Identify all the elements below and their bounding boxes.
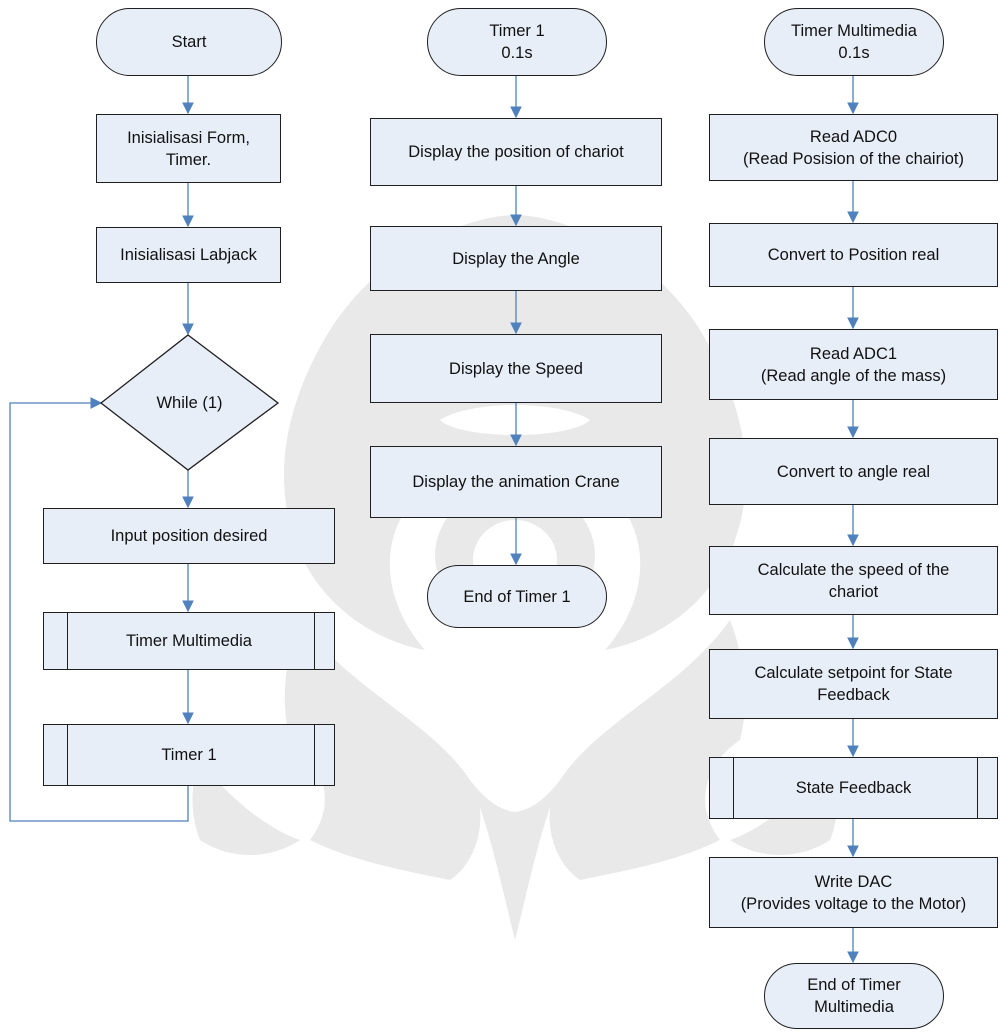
display-speed-process: Display the Speed	[370, 334, 662, 403]
timer1-call-label: Timer 1	[161, 746, 217, 764]
subprocess-right-bar	[977, 758, 978, 818]
timer1-start-label: Timer 1 0.1s	[489, 22, 545, 62]
while-decision-diamond	[99, 334, 280, 471]
calc-setpoint-process: Calculate setpoint for State Feedback	[709, 649, 998, 719]
read-adc0-process: Read ADC0 (Read Posision of the chairiot…	[709, 114, 998, 181]
read-adc1-process: Read ADC1 (Read angle of the mass)	[709, 329, 998, 400]
start-terminal: Start	[96, 8, 282, 76]
display-angle-label: Display the Angle	[452, 249, 580, 268]
loop-back-arrow	[9, 397, 189, 822]
while-decision-label: While (1)	[156, 393, 223, 412]
init-labjack-label: Inisialisasi Labjack	[120, 246, 257, 264]
init-labjack-process: Inisialisasi Labjack	[96, 227, 281, 283]
calc-speed-label: Calculate the speed of the chariot	[757, 560, 950, 601]
display-animation-process: Display the animation Crane	[370, 446, 662, 518]
read-adc0-label: Read ADC0 (Read Posision of the chairiot…	[742, 127, 965, 168]
multimedia-start-label: Timer Multimedia 0.1s	[791, 22, 917, 62]
timer1-start-terminal: Timer 1 0.1s	[427, 8, 607, 76]
timer-multimedia-subprocess: Timer Multimedia	[43, 612, 335, 670]
display-speed-label: Display the Speed	[449, 359, 583, 378]
write-dac-process: Write DAC (Provides voltage to the Motor…	[709, 857, 998, 928]
subprocess-right-bar	[314, 725, 315, 785]
multimedia-start-terminal: Timer Multimedia 0.1s	[764, 8, 944, 76]
subprocess-left-bar	[67, 725, 68, 785]
convert-position-label: Convert to Position real	[767, 246, 940, 264]
input-position-label: Input position desired	[110, 527, 268, 545]
subprocess-left-bar	[67, 613, 68, 669]
display-position-label: Display the position of chariot	[408, 143, 624, 161]
timer1-end-terminal: End of Timer 1	[427, 565, 607, 628]
multimedia-end-label: End of Timer Multimedia	[807, 976, 901, 1016]
multimedia-end-terminal: End of Timer Multimedia	[764, 963, 944, 1029]
timer1-end-label: End of Timer 1	[463, 587, 571, 606]
timer1-subprocess: Timer 1	[43, 724, 335, 786]
init-form-label: Inisialisasi Form, Timer.	[127, 128, 250, 169]
state-feedback-label: State Feedback	[795, 779, 912, 797]
write-dac-label: Write DAC (Provides voltage to the Motor…	[740, 872, 967, 913]
init-form-process: Inisialisasi Form, Timer.	[96, 114, 281, 183]
state-feedback-subprocess: State Feedback	[709, 757, 998, 819]
display-position-process: Display the position of chariot	[370, 118, 662, 186]
display-angle-process: Display the Angle	[370, 226, 662, 291]
start-label: Start	[171, 33, 207, 51]
convert-angle-process: Convert to angle real	[709, 438, 998, 505]
input-position-process: Input position desired	[43, 508, 335, 564]
read-adc1-label: Read ADC1 (Read angle of the mass)	[760, 344, 947, 385]
convert-angle-label: Convert to angle real	[776, 462, 931, 481]
convert-position-process: Convert to Position real	[709, 223, 998, 287]
display-animation-label: Display the animation Crane	[412, 473, 620, 491]
subprocess-right-bar	[314, 613, 315, 669]
subprocess-left-bar	[733, 758, 734, 818]
calc-speed-process: Calculate the speed of the chariot	[709, 546, 998, 615]
timer-multimedia-call-label: Timer Multimedia	[126, 632, 252, 650]
calc-setpoint-label: Calculate setpoint for State Feedback	[754, 664, 953, 704]
